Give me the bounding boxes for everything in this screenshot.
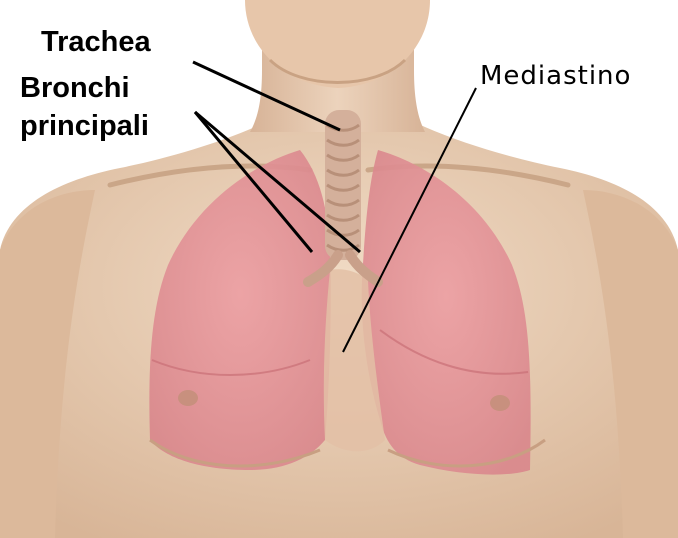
label-trachea: Trachea: [41, 27, 151, 59]
label-bronchi-line2: principali: [20, 111, 149, 143]
left-nipple: [178, 390, 198, 406]
label-bronchi-line1: Bronchi: [20, 73, 130, 105]
right-nipple: [490, 395, 510, 411]
label-mediastino: Mediastino: [480, 62, 631, 91]
